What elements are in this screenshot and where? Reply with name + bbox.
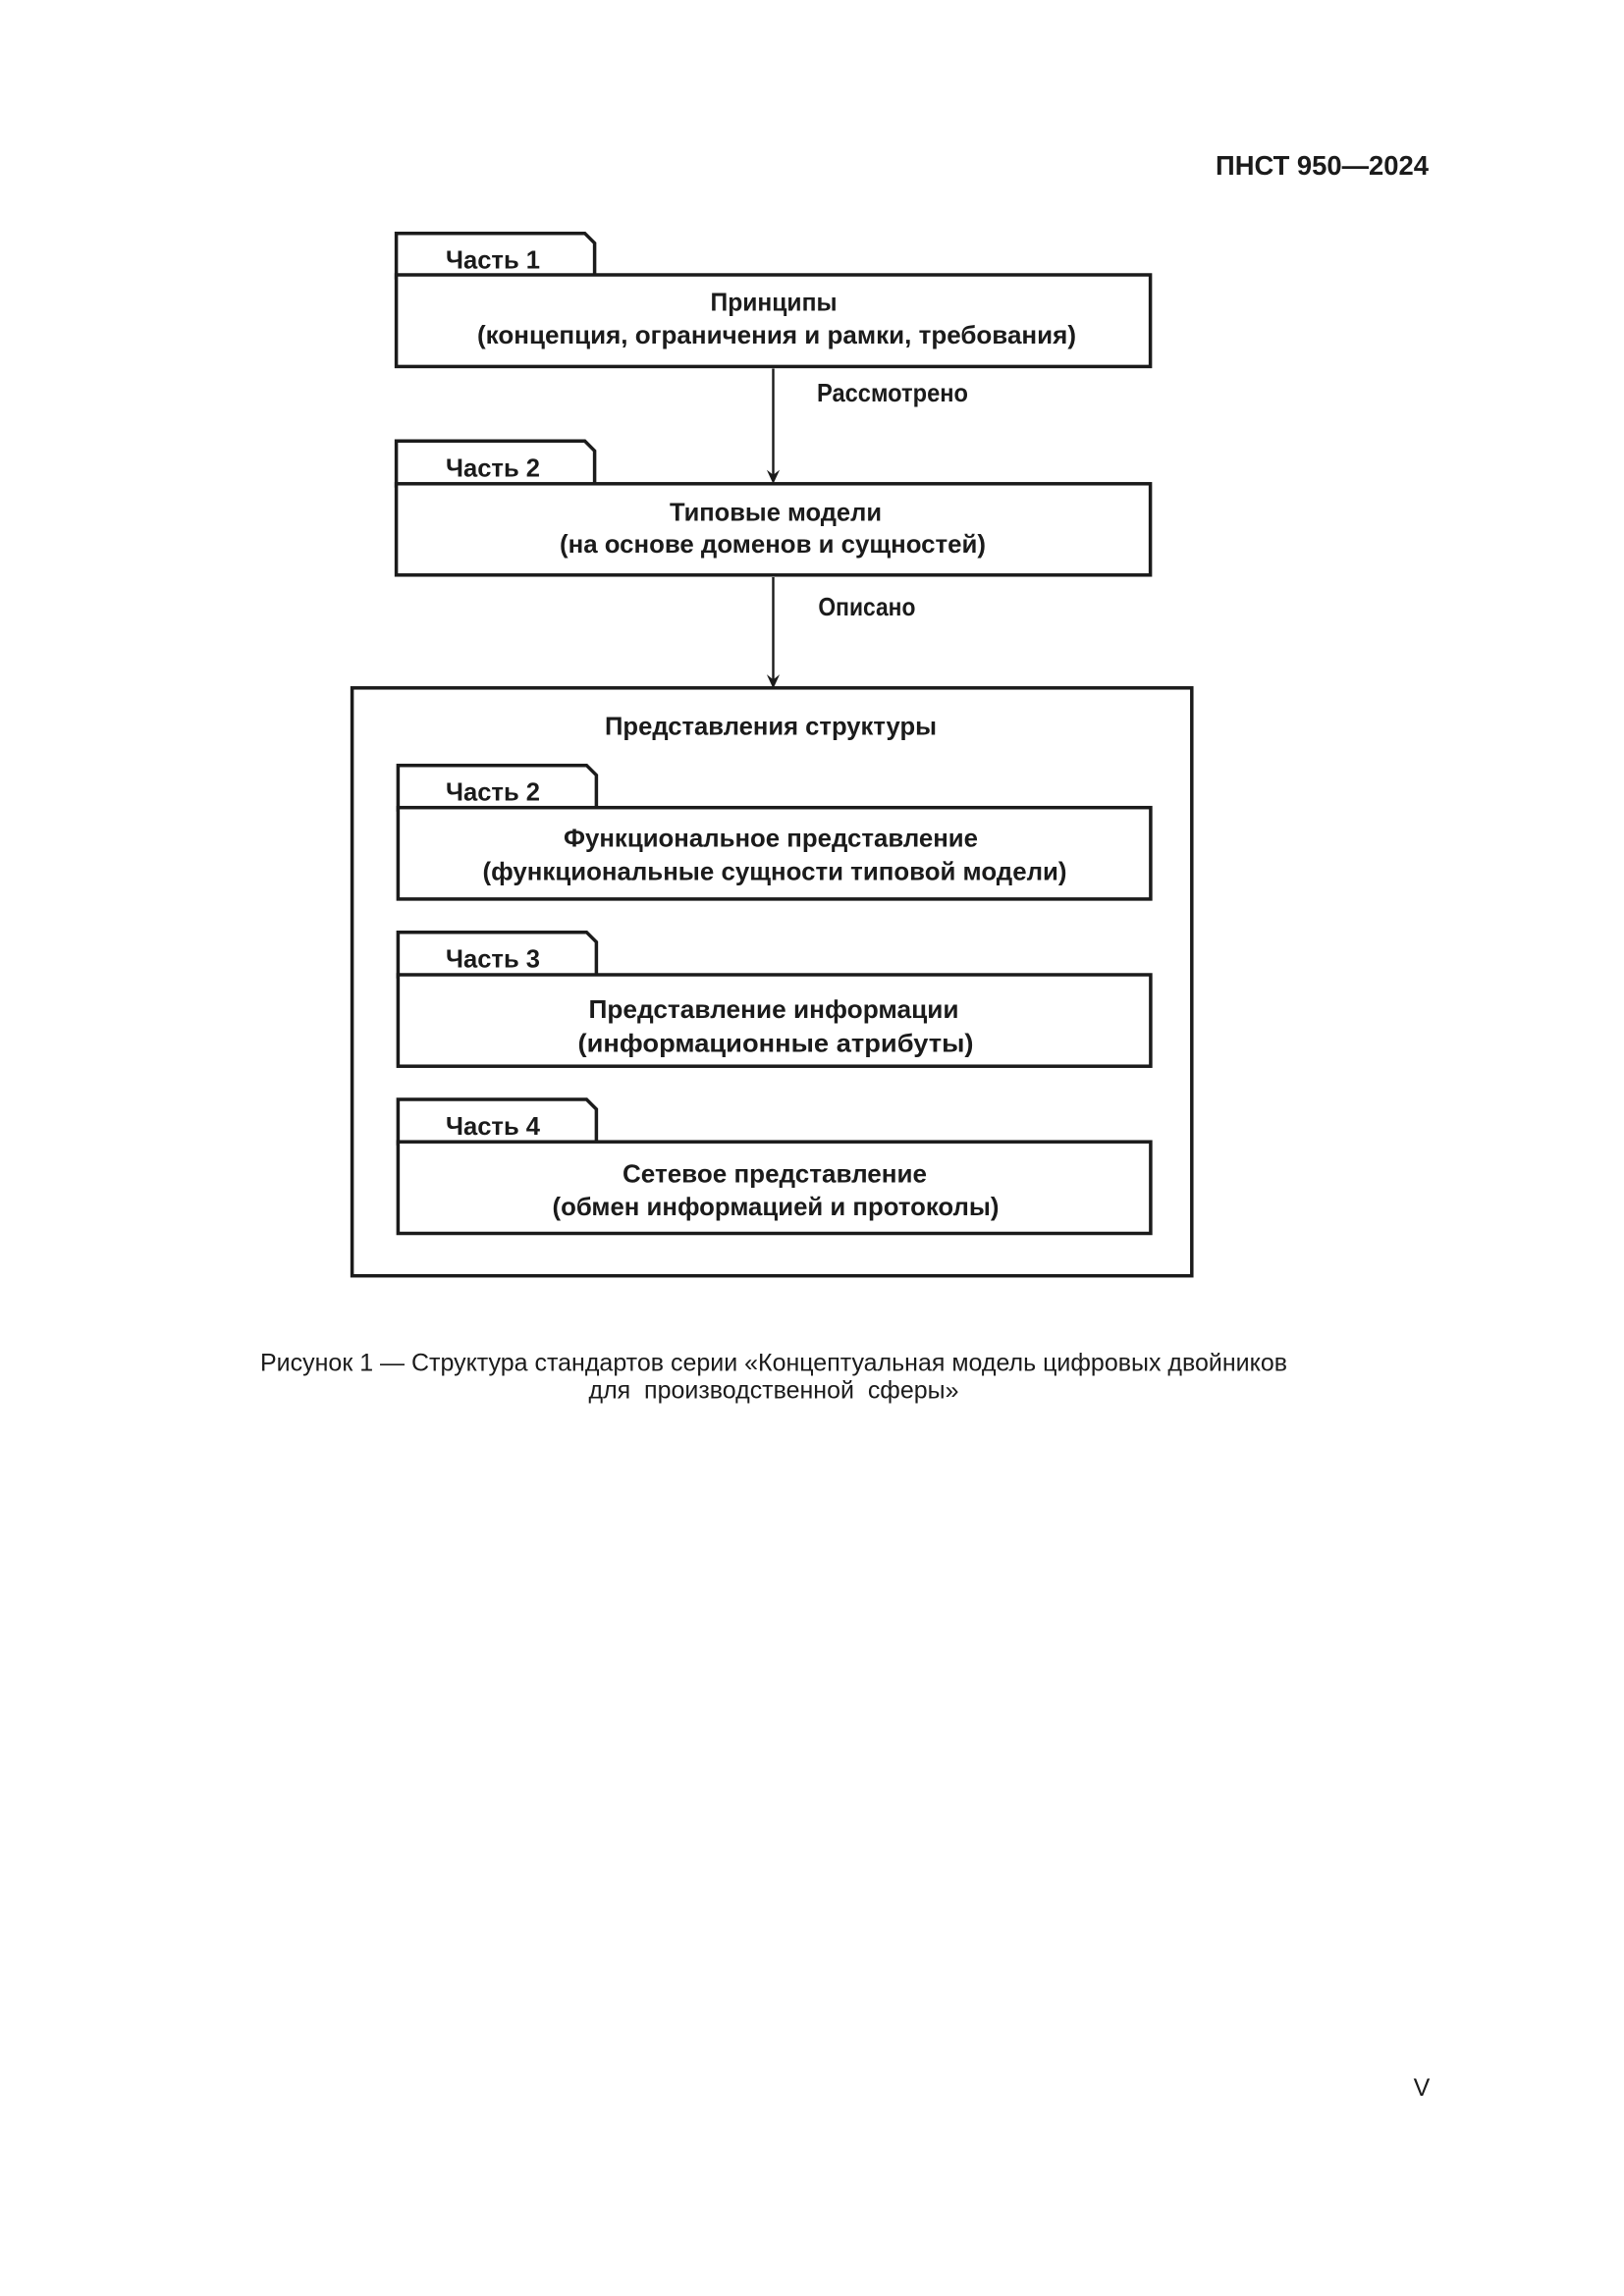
svg-text:(функциональные сущности типов: (функциональные сущности типовой модели) xyxy=(483,857,1067,886)
svg-text:(обмен информацией и протоколы: (обмен информацией и протоколы) xyxy=(553,1192,1000,1221)
svg-text:Типовые модели: Типовые модели xyxy=(670,498,882,527)
svg-text:(информационные атрибуты): (информационные атрибуты) xyxy=(578,1029,974,1058)
svg-text:Представление информации: Представление информации xyxy=(589,994,959,1024)
svg-text:(на основе доменов и сущностей: (на основе доменов и сущностей) xyxy=(560,529,986,559)
svg-text:Функциональное представление: Функциональное представление xyxy=(564,824,978,853)
svg-text:Рисунок 1 — Структура стандарт: Рисунок 1 — Структура стандартов серии «… xyxy=(260,1350,1287,1377)
svg-text:V: V xyxy=(1414,2074,1431,2102)
svg-text:Сетевое представление: Сетевое представление xyxy=(623,1159,927,1189)
svg-text:Часть 2: Часть 2 xyxy=(446,454,540,483)
svg-text:(концепция, ограничения и рамк: (концепция, ограничения и рамки, требова… xyxy=(477,320,1076,349)
svg-text:ПНСТ 950—2024: ПНСТ 950—2024 xyxy=(1216,150,1429,181)
svg-text:Рассмотрено: Рассмотрено xyxy=(817,378,968,407)
svg-text:Часть 3: Часть 3 xyxy=(446,944,540,974)
svg-text:Часть 4: Часть 4 xyxy=(446,1111,541,1141)
svg-text:Часть 1: Часть 1 xyxy=(446,245,540,275)
svg-text:Описано: Описано xyxy=(818,592,915,621)
svg-text:Представления структуры: Представления структуры xyxy=(605,712,937,741)
svg-text:Принципы: Принципы xyxy=(711,288,838,317)
svg-text:Часть 2: Часть 2 xyxy=(446,777,540,807)
svg-text:для производственной сферы»: для производственной сферы» xyxy=(589,1377,959,1405)
